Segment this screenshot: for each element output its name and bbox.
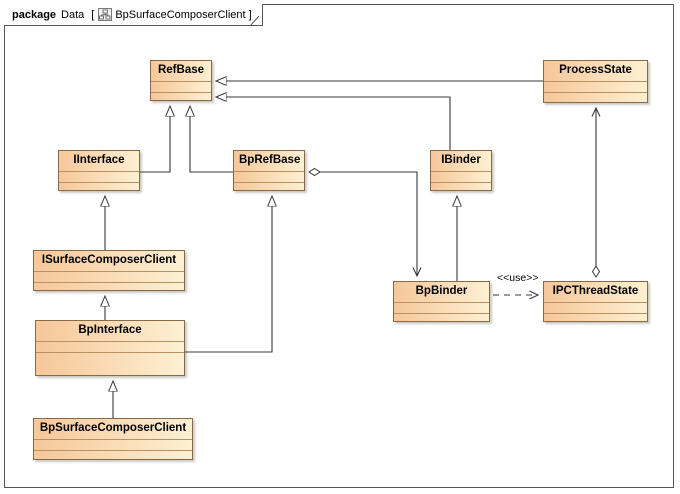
class-diagram-icon <box>98 8 113 21</box>
class-name-bprefbase: BpRefBase <box>234 151 304 172</box>
package-frame-header: package Data [ BpSurfaceComposerClient ] <box>4 4 263 26</box>
attributes-compartment <box>544 82 647 93</box>
class-box-iinterface[interactable]: IInterface <box>58 150 140 191</box>
class-name-processstate: ProcessState <box>544 61 647 82</box>
diagram-name: BpSurfaceComposerClient <box>115 8 246 21</box>
class-box-processstate[interactable]: ProcessState <box>543 60 648 103</box>
class-box-ibinder[interactable]: IBinder <box>430 150 492 191</box>
attributes-compartment <box>34 440 192 451</box>
class-name-bpbinder: BpBinder <box>394 282 489 303</box>
class-box-bpbinder[interactable]: BpBinder <box>393 281 490 322</box>
attributes-compartment <box>36 342 184 353</box>
package-tab-corner <box>250 4 260 26</box>
class-name-isurfacecomposerclient: ISurfaceComposerClient <box>34 251 184 272</box>
class-name-bpinterface: BpInterface <box>36 321 184 342</box>
class-box-ipcthreadstate[interactable]: IPCThreadState <box>543 281 648 322</box>
class-name-ibinder: IBinder <box>431 151 491 172</box>
attributes-compartment <box>544 303 647 314</box>
package-name: Data <box>61 8 85 21</box>
attributes-compartment <box>431 172 491 183</box>
class-name-bpsurfacecomposerclient: BpSurfaceComposerClient <box>34 419 192 440</box>
attributes-compartment <box>394 303 489 314</box>
class-box-bpinterface[interactable]: BpInterface <box>35 320 185 376</box>
attributes-compartment <box>59 172 139 183</box>
attributes-compartment <box>151 82 211 93</box>
class-name-ipcthreadstate: IPCThreadState <box>544 282 647 303</box>
class-box-refbase[interactable]: RefBase <box>150 60 212 101</box>
attributes-compartment <box>234 172 304 183</box>
class-name-refbase: RefBase <box>151 61 211 82</box>
bracket-open: [ <box>91 8 95 21</box>
package-keyword: package <box>12 8 57 21</box>
bracket-close: ] <box>248 8 252 21</box>
class-box-bpsurfacecomposerclient[interactable]: BpSurfaceComposerClient <box>33 418 193 460</box>
use-stereotype-label: <<use>> <box>497 272 539 284</box>
attributes-compartment <box>34 272 184 283</box>
class-name-iinterface: IInterface <box>59 151 139 172</box>
class-box-isurfacecomposerclient[interactable]: ISurfaceComposerClient <box>33 250 185 291</box>
class-box-bprefbase[interactable]: BpRefBase <box>233 150 305 191</box>
